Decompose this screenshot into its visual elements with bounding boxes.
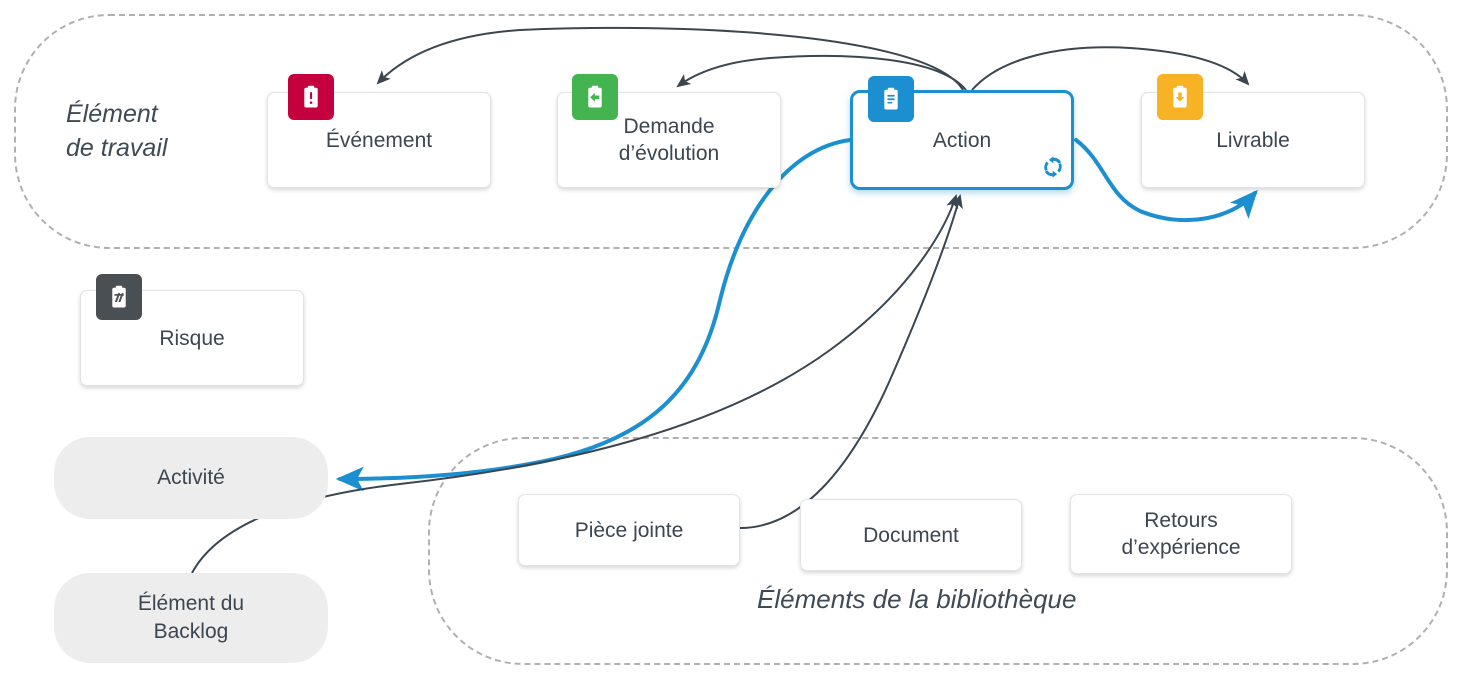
node-label-evenement: Événement: [325, 128, 433, 152]
node-pill-activite[interactable]: Activité: [54, 437, 328, 519]
node-label-demande-evolution: Demande d’évolution: [618, 115, 720, 165]
node-label-livrable: Livrable: [1216, 128, 1290, 152]
group-label-work-item: Élément de travail: [66, 100, 168, 162]
node-card-demande-evolution[interactable]: Demande d’évolution: [557, 92, 781, 188]
node-card-document[interactable]: Document: [800, 499, 1022, 571]
node-label-document: Document: [863, 523, 959, 547]
clipboard-exclamation-icon: [288, 74, 334, 120]
clipboard-zigzag-icon: [96, 274, 142, 320]
group-label-library: Éléments de la bibliothèque: [757, 584, 1077, 614]
node-label-activite: Activité: [157, 466, 225, 489]
sync-refresh-icon: [1040, 154, 1066, 180]
clipboard-lines-icon: [868, 76, 914, 122]
node-label-action: Action: [932, 128, 992, 152]
node-label-piece-jointe: Pièce jointe: [574, 518, 684, 542]
node-label-retours-experience: Retours d’expérience: [1121, 509, 1241, 559]
clipboard-arrow-down-icon: [1157, 74, 1203, 120]
node-label-element-backlog: Élément du Backlog: [137, 592, 245, 643]
node-card-piece-jointe[interactable]: Pièce jointe: [518, 494, 740, 566]
node-card-retours-experience[interactable]: Retours d’expérience: [1070, 494, 1292, 574]
node-label-risque: Risque: [159, 326, 225, 350]
clipboard-arrow-left-icon: [572, 74, 618, 120]
node-pill-element-backlog[interactable]: Élément du Backlog: [54, 573, 328, 663]
